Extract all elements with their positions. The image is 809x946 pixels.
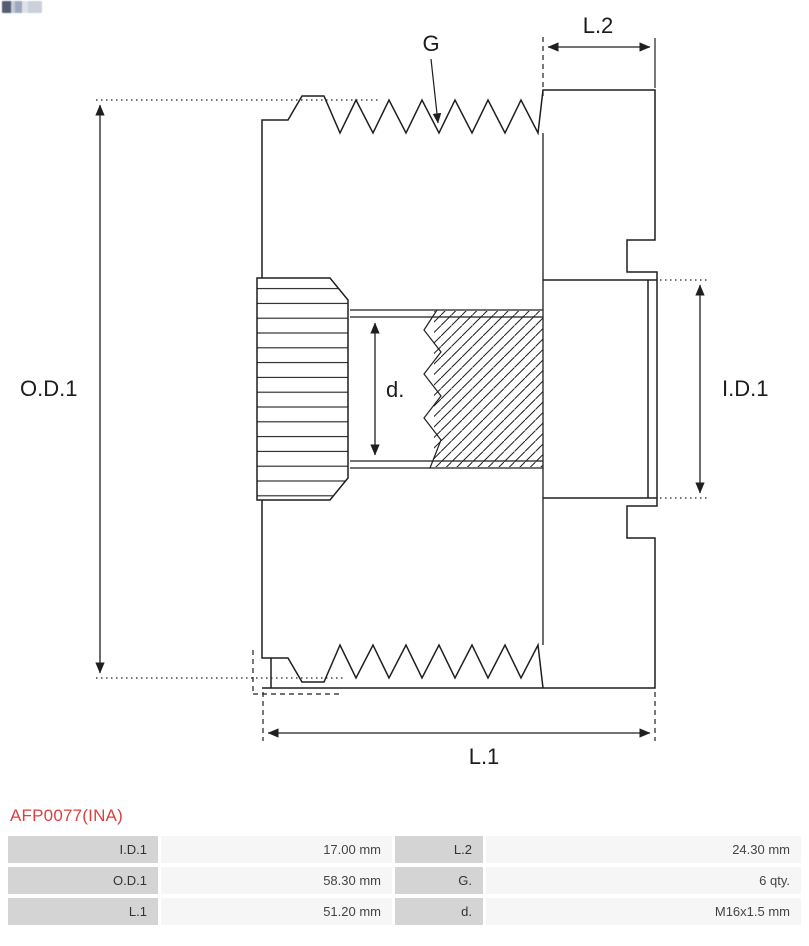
dimension-labels: G L.2 O.D.1 I.D.1 d. L.1 (20, 13, 768, 769)
spec-label: O.D.1 (8, 867, 158, 894)
spec-value: 17.00 mm (161, 836, 392, 863)
spec-value: 51.20 mm (161, 898, 392, 925)
dim-label-od1: O.D.1 (20, 376, 77, 401)
brand-logo-icon (2, 1, 42, 13)
dim-label-l1: L.1 (469, 744, 500, 769)
spec-label: I.D.1 (8, 836, 158, 863)
spec-value: 58.30 mm (161, 867, 392, 894)
dimension-lines (95, 37, 707, 741)
dim-label-d: d. (386, 377, 404, 402)
pulley-technical-drawing: G L.2 O.D.1 I.D.1 d. L.1 (20, 13, 768, 769)
part-number-link[interactable]: AFP0077(INA) (10, 806, 123, 825)
dim-label-l2: L.2 (583, 13, 614, 38)
spec-value: M16x1.5 mm (486, 898, 801, 925)
spec-value: 24.30 mm (486, 836, 801, 863)
spec-label: G. (395, 867, 483, 894)
spec-table: I.D.1 17.00 mm L.2 24.30 mm O.D.1 58.30 … (8, 836, 801, 925)
dim-label-g: G (422, 31, 439, 56)
spec-label: d. (395, 898, 483, 925)
spec-label: L.1 (8, 898, 158, 925)
pulley-outline (252, 89, 658, 695)
spec-label: L.2 (395, 836, 483, 863)
spec-value: 6 qty. (486, 867, 801, 894)
dim-label-id1: I.D.1 (722, 376, 768, 401)
